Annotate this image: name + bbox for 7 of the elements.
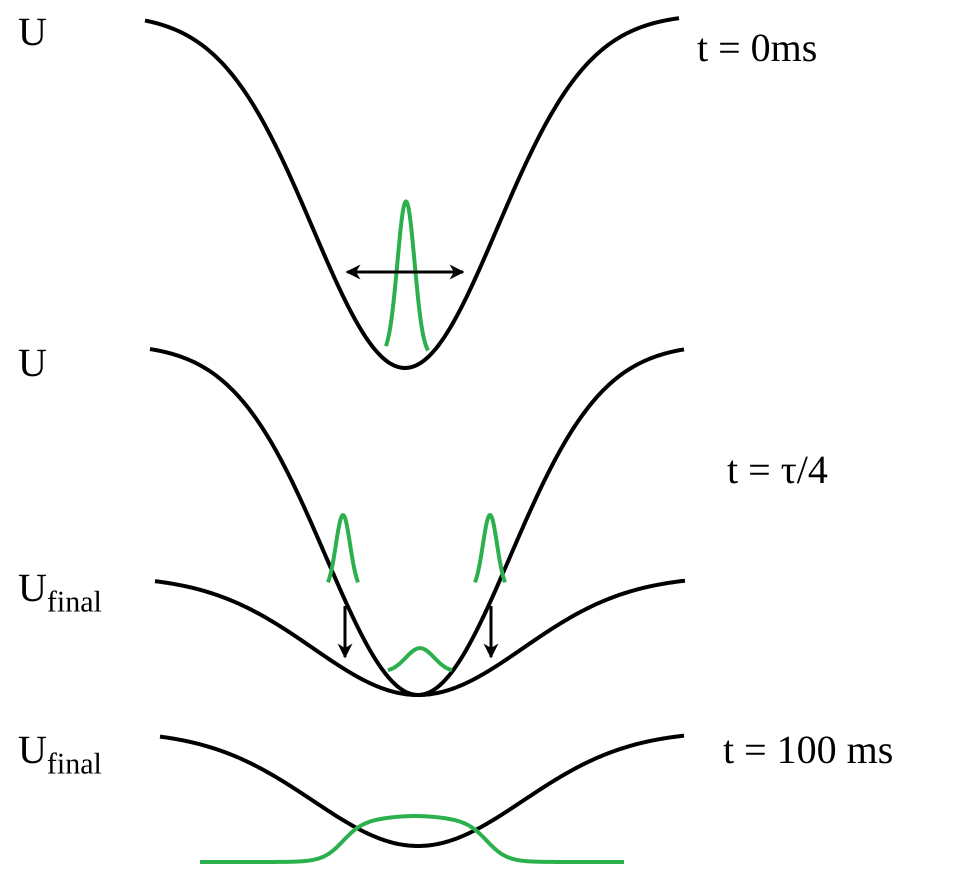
time-label: t = 100 ms [723,730,894,770]
axis-label: U [18,12,47,52]
time-label: t = τ/4 [727,450,828,490]
time-label: t = 0ms [697,28,818,68]
axis-label: U [18,343,47,383]
axis-label: U$_{final}$ [18,568,102,618]
axis-label: U$_{final}$ [18,730,102,780]
